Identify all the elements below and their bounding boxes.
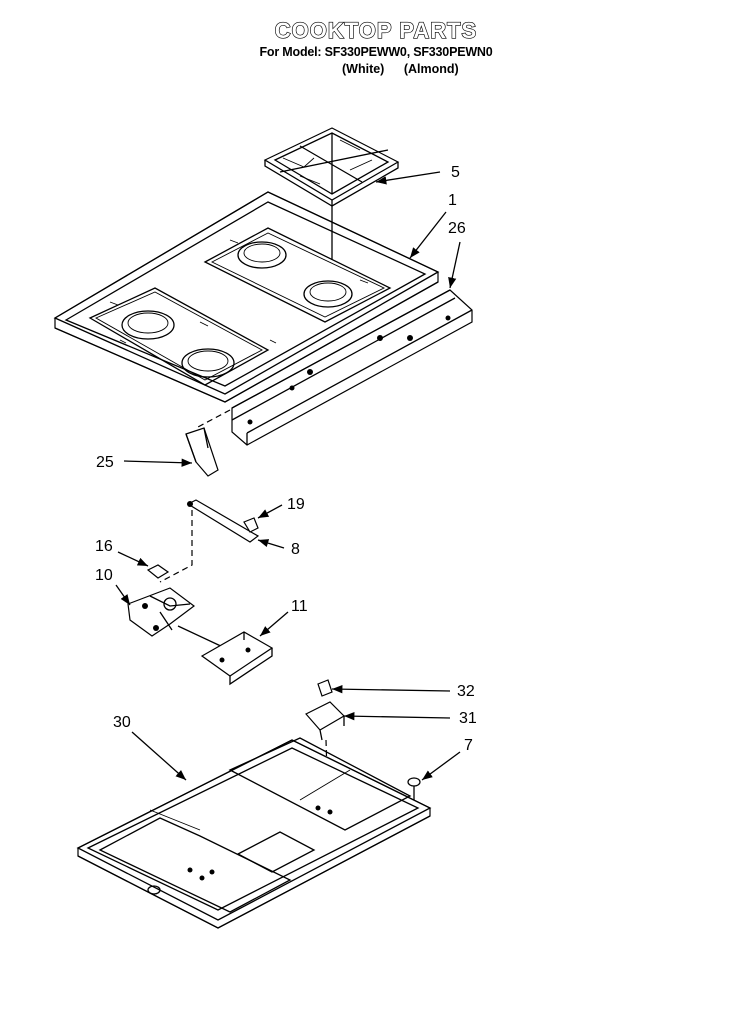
assembly-guide-2 [159, 510, 193, 583]
color-variants: (White) (Almond) [342, 62, 475, 76]
part-11-mounting-plate [200, 631, 274, 686]
callout-11: 11 [291, 598, 308, 615]
callout-7: 7 [464, 737, 473, 754]
part-7-screw [407, 777, 421, 800]
part-1-cooktop [53, 191, 440, 403]
part-5-grate [263, 127, 400, 207]
part-8-19-bracket [186, 499, 260, 543]
part-26-manifold-panel [231, 289, 473, 446]
part-10-valve [127, 587, 195, 637]
callout-10: 10 [95, 567, 113, 584]
assembly-guide-1 [195, 409, 231, 429]
part-25-side-trim [185, 427, 219, 477]
callout-30: 30 [113, 714, 131, 731]
page-title: COOKTOP PARTS [274, 17, 478, 43]
color-white-label: (White) [342, 62, 385, 76]
callout-1: 1 [448, 192, 457, 209]
callout-25: 25 [96, 454, 114, 471]
callout-19: 19 [287, 496, 305, 513]
leader-lines [115, 171, 461, 781]
callout-5: 5 [451, 164, 460, 181]
part-30-burner-box [76, 737, 432, 929]
assembly-guide-3 [177, 625, 226, 649]
callout-16: 16 [95, 538, 113, 555]
callout-31: 31 [459, 710, 477, 727]
color-almond-label: (Almond) [403, 62, 459, 76]
callout-32: 32 [457, 683, 475, 700]
callout-26: 26 [448, 220, 466, 237]
model-line: For Model: SF330PEWW0, SF330PEWN0 [259, 45, 493, 59]
callout-8: 8 [291, 541, 300, 558]
part-16-clip [146, 564, 170, 579]
